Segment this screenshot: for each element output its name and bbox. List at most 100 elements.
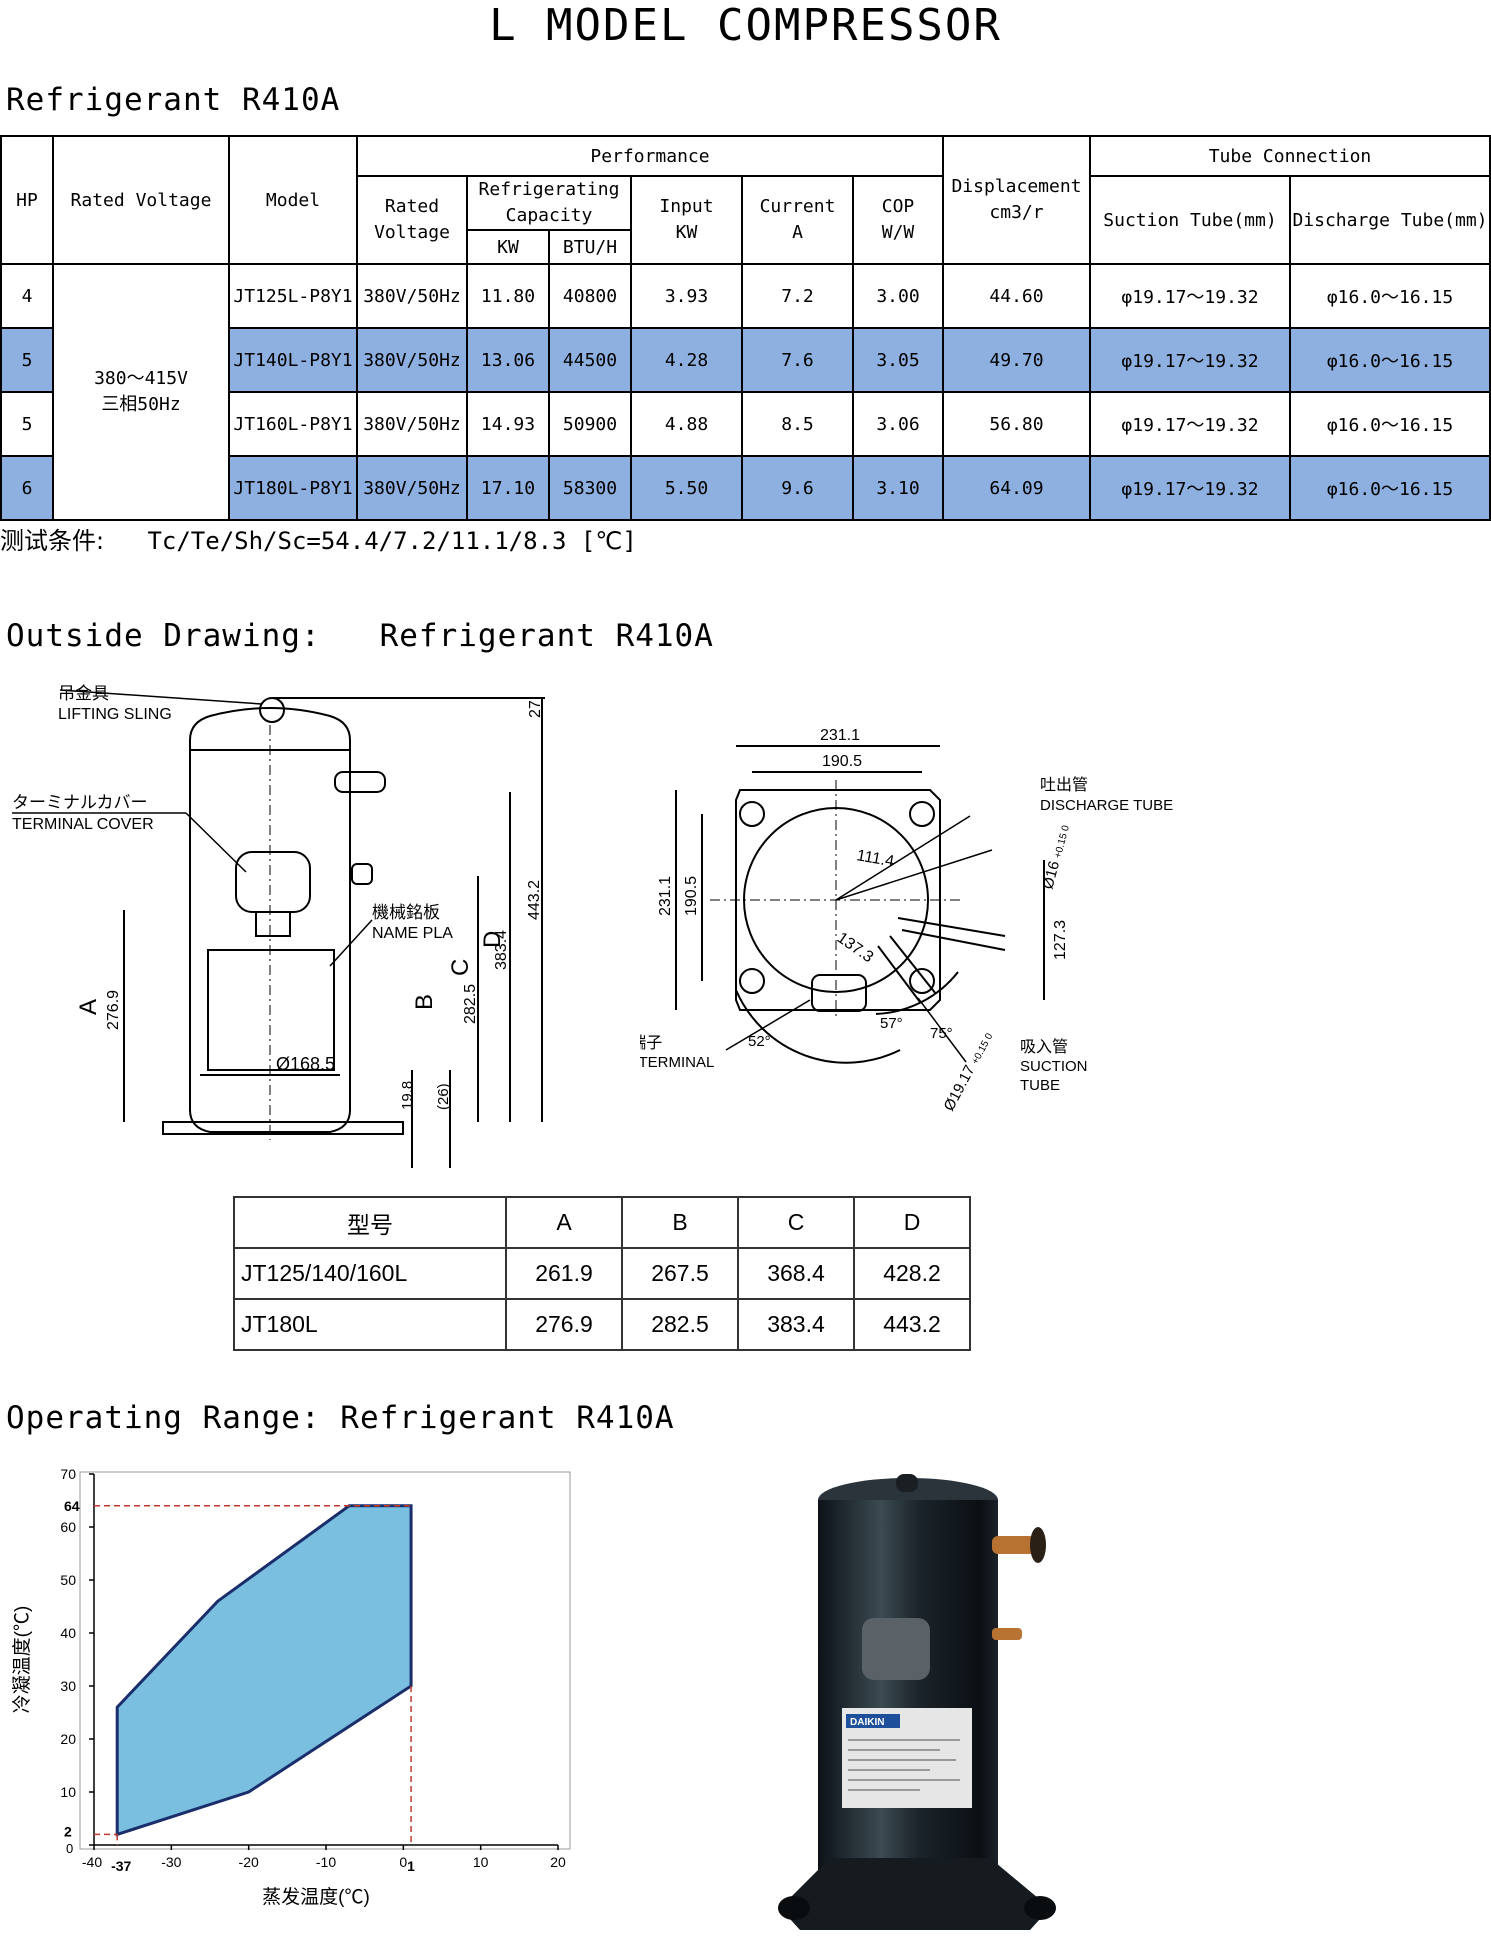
photo-foot-2: [1024, 1896, 1056, 1920]
terminal-neck: [255, 911, 291, 937]
header-refrigerating-capacity: Refrigerating Capacity: [466, 175, 632, 231]
cell-input: 4.28: [630, 327, 743, 393]
leader-lifting: [59, 689, 263, 705]
chart-frame: [79, 1471, 571, 1850]
x-axis-label: 蒸发温度(℃): [262, 1886, 370, 1908]
leader-discharge: [835, 815, 971, 901]
y-tick-label: 30: [60, 1678, 76, 1694]
cell-model: JT160L-P8Y1: [228, 391, 358, 457]
input-unit: KW: [675, 222, 698, 243]
header-discharge-tube: Discharge Tube(mm): [1289, 175, 1491, 265]
photo-terminal-cover: [862, 1618, 930, 1680]
cell-hp: 4: [0, 263, 54, 329]
lifting-sling-en: LIFTING SLING: [58, 706, 172, 723]
mount-hole-4: [909, 968, 935, 994]
suction-tube-jp: 吸入管: [1020, 1038, 1068, 1056]
x-tick-label: -20: [239, 1854, 259, 1870]
dimension-value: 368.4: [737, 1247, 855, 1300]
dim-a-value: 276.9: [105, 990, 122, 1030]
cell-suction: φ19.17～19.32: [1089, 327, 1291, 393]
leader-nameplate: [329, 919, 373, 967]
mounting-base: [735, 789, 941, 1011]
cell-btu: 58300: [548, 455, 632, 521]
y-tick-label: 70: [60, 1466, 76, 1482]
discharge-tube-line: [897, 917, 1006, 937]
shell-diameter-label: Ø168.5: [276, 1054, 335, 1074]
y-tick-label: 20: [60, 1731, 76, 1747]
x-highlight-tick: -37: [111, 1858, 131, 1874]
dim-27-label: 27: [527, 700, 544, 718]
y-highlight-tick: 2: [64, 1823, 72, 1839]
leader-earth: [725, 999, 811, 1051]
x-tick-label: -30: [161, 1854, 181, 1870]
cell-cop: 3.06: [852, 391, 944, 457]
photo-lifting-ring: [896, 1474, 918, 1492]
photo-shell-body: [818, 1500, 998, 1872]
nameplate-box: [207, 949, 335, 1071]
cell-current: 8.5: [741, 391, 854, 457]
header-performance: Performance: [356, 135, 944, 177]
dimension-value: 383.4: [737, 1298, 855, 1351]
dim-190-side-label: 190.5: [683, 876, 700, 916]
cell-hp: 5: [0, 391, 54, 457]
cell-input: 3.93: [630, 263, 743, 329]
x-highlight-tick: 1: [407, 1858, 415, 1874]
table-row: JT125/140/160L 261.9 267.5 368.4 428.2: [233, 1247, 971, 1300]
refrigerant-heading: Refrigerant R410A: [6, 82, 341, 118]
y-tick-label: 40: [60, 1625, 76, 1641]
cop-unit: W/W: [881, 222, 915, 243]
cell-current: 7.2: [741, 263, 854, 329]
photo-discharge-cap: [1030, 1527, 1046, 1563]
cell-cop: 3.00: [852, 263, 944, 329]
radius-137-label: 137.3: [834, 929, 877, 966]
dimension-header: C: [737, 1196, 855, 1249]
cell-input: 4.88: [630, 391, 743, 457]
page-title: L MODEL COMPRESSOR: [489, 0, 1002, 51]
photo-brand-logo: [846, 1714, 900, 1728]
voltage-range-line1: 380～415V: [94, 368, 188, 389]
operating-envelope: [115, 1504, 413, 1837]
header-model: Model: [228, 135, 358, 265]
dim-19-label: 19.8: [399, 1081, 416, 1110]
terminal-cover-en: TERMINAL COVER: [12, 816, 154, 833]
y-tick-label: 60: [60, 1519, 76, 1535]
mount-hole-3: [739, 968, 765, 994]
dim-231-top-label: 231.1: [820, 727, 860, 744]
earth-terminal-en: EARTH TERMINAL: [640, 1054, 714, 1071]
photo-discharge-pipe: [992, 1536, 1036, 1554]
radius-111-label: 111.4: [855, 847, 895, 870]
angle-57-label: 57°: [880, 1015, 903, 1032]
header-tube-connection: Tube Connection: [1089, 135, 1491, 177]
dimension-model: JT180L: [233, 1298, 507, 1351]
dim-c-value: 383.4: [493, 930, 510, 970]
lifting-sling-jp: 吊金具: [58, 684, 109, 703]
cell-voltage: 380V/50Hz: [356, 455, 468, 521]
suction-pipe-stub: [351, 863, 373, 885]
photo-suction-pipe: [992, 1628, 1022, 1640]
header-hp: HP: [0, 135, 54, 265]
dimension-value: 276.9: [505, 1298, 623, 1351]
cell-suction: φ19.17～19.32: [1089, 263, 1291, 329]
y-highlight-tick: 64: [64, 1498, 80, 1514]
leader-terminal: [185, 812, 247, 873]
cell-current: 7.6: [741, 327, 854, 393]
dim-443-label: 443.2: [526, 880, 543, 920]
angle-arc-52: [735, 989, 901, 1064]
header-kw: KW: [466, 229, 550, 265]
x-tick-label: 10: [473, 1854, 489, 1870]
cop-label: COP: [881, 196, 915, 217]
discharge-dia-value: Ø16: [1039, 859, 1063, 891]
angle-52-label: 52°: [748, 1033, 771, 1050]
angle-75-label: 75°: [930, 1025, 953, 1042]
current-unit: A: [792, 222, 803, 243]
header-rated-voltage: Rated Voltage: [52, 135, 230, 265]
cell-hp: 5: [0, 327, 54, 393]
cell-input: 5.50: [630, 455, 743, 521]
lifting-sling-ring: [259, 697, 285, 723]
x-tick-label: 20: [550, 1854, 566, 1870]
cell-cop: 3.10: [852, 455, 944, 521]
